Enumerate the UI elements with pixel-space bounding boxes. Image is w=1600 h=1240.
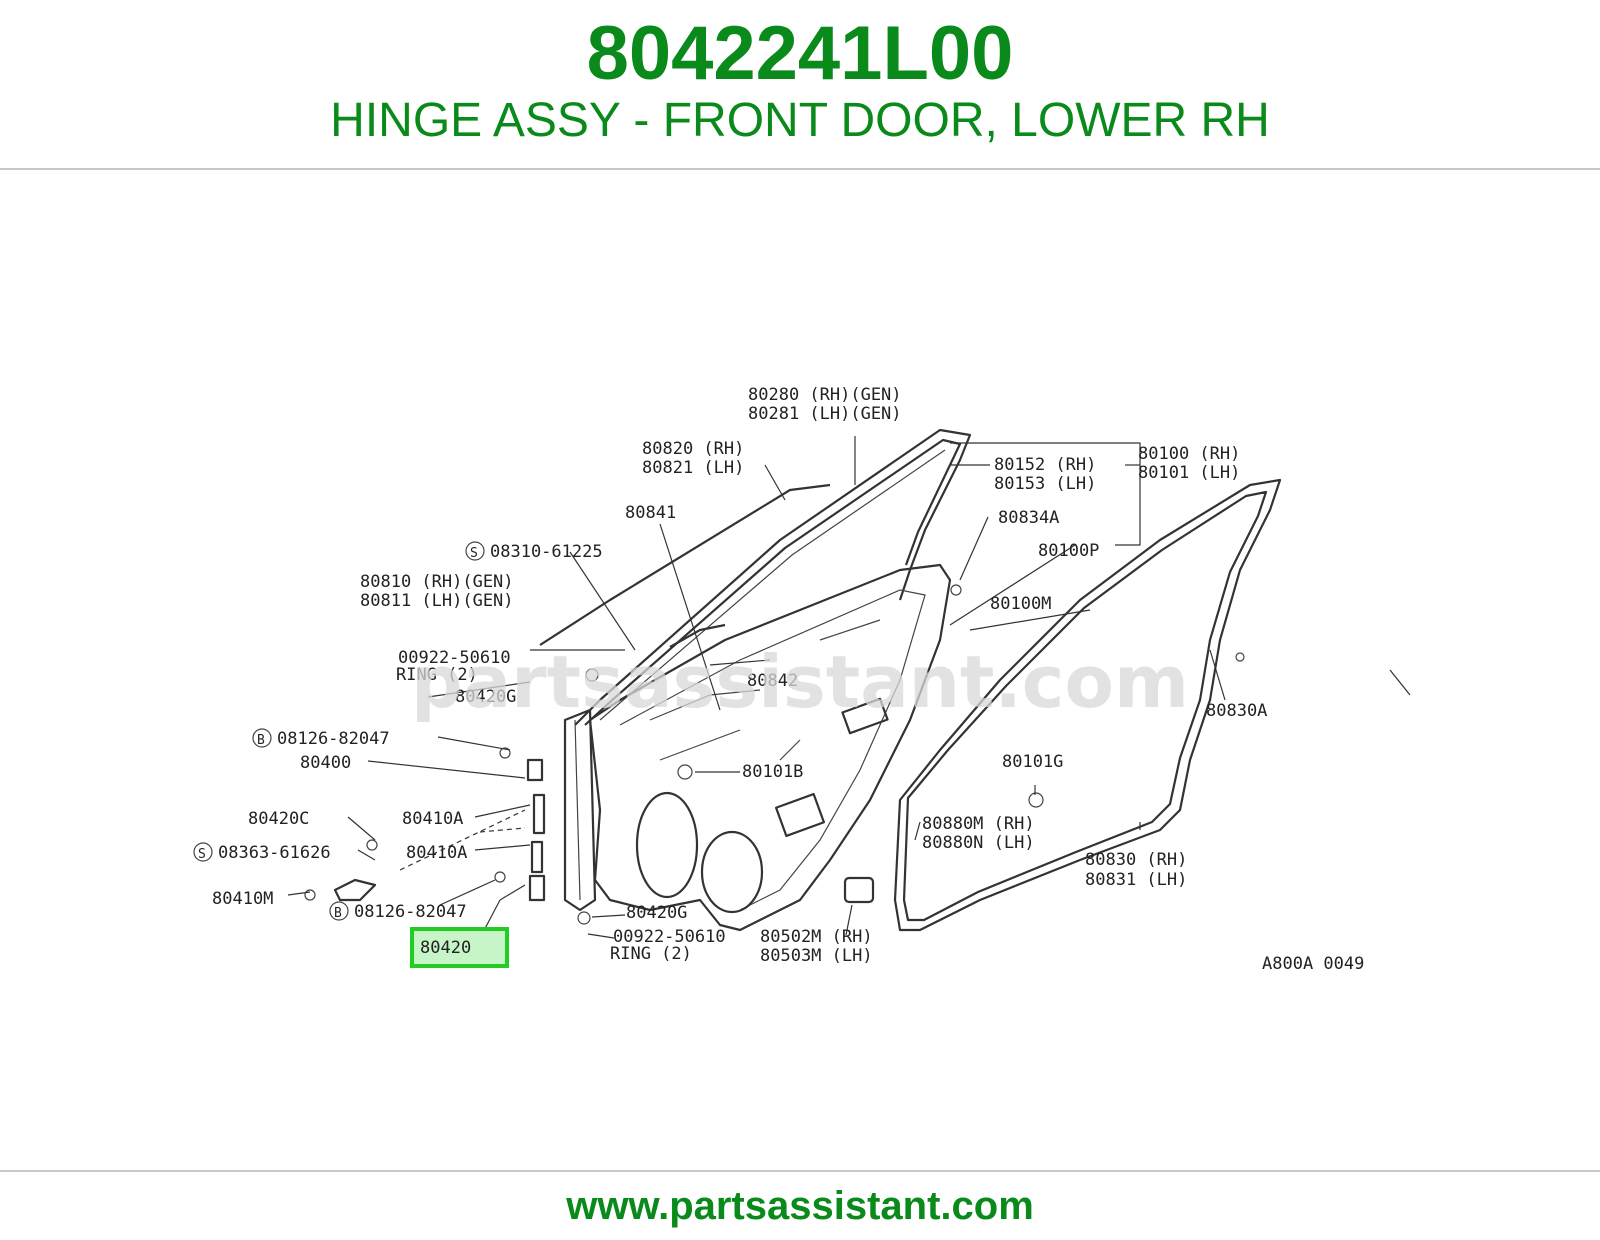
callout-80410a-upper: 80410A	[402, 809, 463, 829]
svg-text:S: S	[198, 847, 206, 862]
callout-80420g-lower: 80420G	[626, 903, 687, 923]
callout-08363-61626: 08363-61626	[218, 843, 331, 863]
speaker-opening	[635, 791, 699, 899]
callout-80842: 80842	[747, 671, 798, 691]
footer-url[interactable]: www.partsassistant.com	[566, 1184, 1034, 1228]
parts-diagram: 80280 (RH)(GEN) 80281 (LH)(GEN) 80820 (R…	[180, 340, 1420, 1010]
part-title: HINGE ASSY - FRONT DOOR, LOWER RH	[330, 94, 1270, 147]
callout-80100: 80100 (RH)	[1138, 444, 1240, 464]
weatherstrip	[893, 478, 1282, 932]
callout-80280: 80280 (RH)(GEN)	[748, 385, 902, 405]
callout-80834a: 80834A	[998, 508, 1059, 528]
callout-80101g: 80101G	[1002, 752, 1063, 772]
hinge-upper	[526, 758, 546, 835]
callout-ring-lower: RING (2)	[610, 944, 692, 964]
footer-divider	[0, 1170, 1600, 1172]
diagram-code: A800A 0049	[1262, 954, 1364, 974]
callout-80420g-upper: 80420G	[455, 687, 516, 707]
door-shell	[588, 563, 952, 932]
callout-00922-50610-upper: 00922-50610	[398, 648, 511, 668]
window-sash	[574, 428, 972, 726]
callout-80281: 80281 (LH)(GEN)	[748, 404, 902, 424]
callout-80410a-lower: 80410A	[406, 843, 467, 863]
callout-80152: 80152 (RH)	[994, 455, 1096, 475]
svg-text:B: B	[334, 906, 342, 921]
callout-80880n: 80880N (LH)	[922, 833, 1035, 853]
callout-80880m: 80880M (RH)	[922, 814, 1035, 834]
callout-80502m: 80502M (RH)	[760, 927, 873, 947]
callout-80420[interactable]: 80420	[420, 938, 471, 958]
callout-80503m: 80503M (LH)	[760, 946, 873, 966]
callout-80100m: 80100M	[990, 594, 1051, 614]
callout-08126-82047-upper: 08126-82047	[277, 729, 390, 749]
callout-80821: 80821 (LH)	[642, 458, 744, 478]
callout-00922-50610-lower: 00922-50610	[613, 927, 726, 947]
callout-ring-upper: RING (2)	[396, 665, 478, 685]
callout-80420c: 80420C	[248, 809, 309, 829]
callout-80841: 80841	[625, 503, 676, 523]
callout-80820: 80820 (RH)	[642, 439, 744, 459]
callout-08310-61225: 08310-61225	[490, 542, 603, 562]
callout-80831: 80831 (LH)	[1085, 870, 1187, 890]
callout-80810: 80810 (RH)(GEN)	[360, 572, 514, 592]
callout-80100p: 80100P	[1038, 541, 1099, 561]
callout-80410m: 80410M	[212, 889, 273, 909]
part-number: 8042241L00	[586, 11, 1014, 96]
callout-80811: 80811 (LH)(GEN)	[360, 591, 514, 611]
callout-80101: 80101 (LH)	[1138, 463, 1240, 483]
header-divider	[0, 168, 1600, 170]
callout-80101b: 80101B	[742, 762, 803, 782]
svg-text:B: B	[257, 733, 265, 748]
door-exploded-view: 80280 (RH)(GEN) 80281 (LH)(GEN) 80820 (R…	[193, 385, 1411, 974]
callout-80153: 80153 (LH)	[994, 474, 1096, 494]
header: 8042241L00 HINGE ASSY - FRONT DOOR, LOWE…	[0, 0, 1600, 170]
callout-80830a: 80830A	[1206, 701, 1267, 721]
callout-80830: 80830 (RH)	[1085, 850, 1187, 870]
check-link-bumper	[843, 876, 875, 904]
callout-08126-82047-lower: 08126-82047	[354, 902, 467, 922]
callout-80400: 80400	[300, 753, 351, 773]
svg-text:S: S	[470, 546, 478, 561]
hinge-lower	[333, 840, 546, 902]
highlighted-callout-80420[interactable]: 80420	[410, 927, 509, 968]
